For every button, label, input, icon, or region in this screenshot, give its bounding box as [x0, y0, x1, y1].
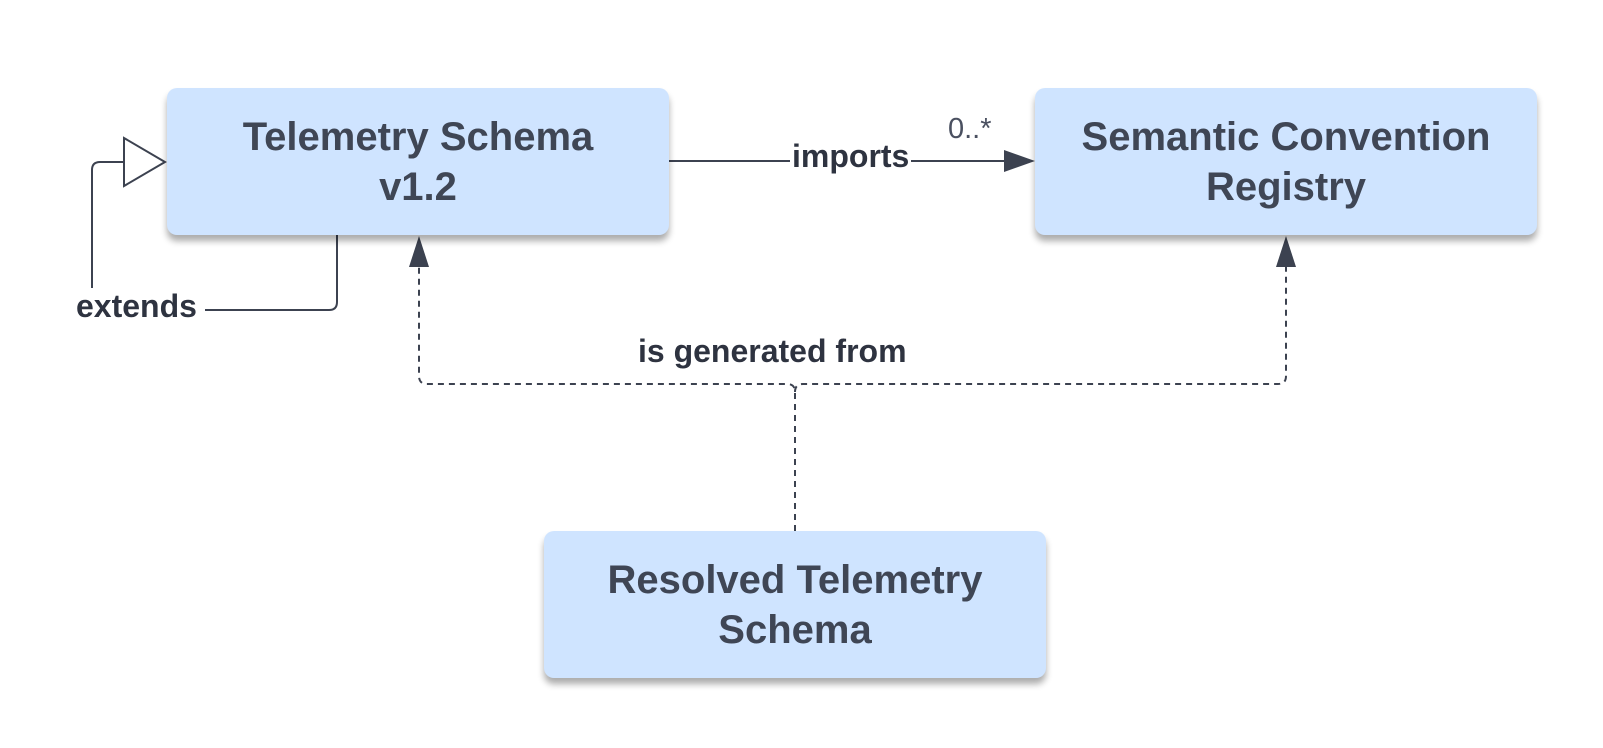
generated-from-connector — [418, 266, 796, 531]
generated-from-arrowhead-right — [1276, 236, 1296, 267]
generated-from-label: is generated from — [638, 333, 907, 369]
resolved-title-line2: Schema — [718, 607, 872, 652]
extends-connector — [205, 235, 338, 311]
telemetry-schema-node[interactable]: Telemetry Schema v1.2 — [167, 88, 669, 235]
telemetry-schema-title: Telemetry Schema — [242, 114, 594, 159]
generated-from-arrowhead-left — [409, 236, 429, 267]
extends-label: extends — [76, 288, 197, 324]
resolved-title-line1: Resolved Telemetry — [607, 557, 983, 602]
imports-arrowhead — [1004, 150, 1035, 172]
generated-from-connector-right — [794, 266, 1287, 393]
generalization-arrowhead — [123, 136, 167, 188]
imports-label: imports — [790, 138, 912, 174]
registry-title-line2: Registry — [1205, 164, 1367, 209]
semantic-convention-registry-node[interactable]: Semantic Convention Registry — [1035, 88, 1537, 235]
extends-connector-tail — [91, 161, 124, 292]
telemetry-schema-version: v1.2 — [379, 164, 457, 209]
resolved-telemetry-schema-node[interactable]: Resolved Telemetry Schema — [544, 531, 1046, 678]
registry-title-line1: Semantic Convention — [1081, 114, 1491, 159]
imports-multiplicity: 0..* — [948, 113, 992, 145]
